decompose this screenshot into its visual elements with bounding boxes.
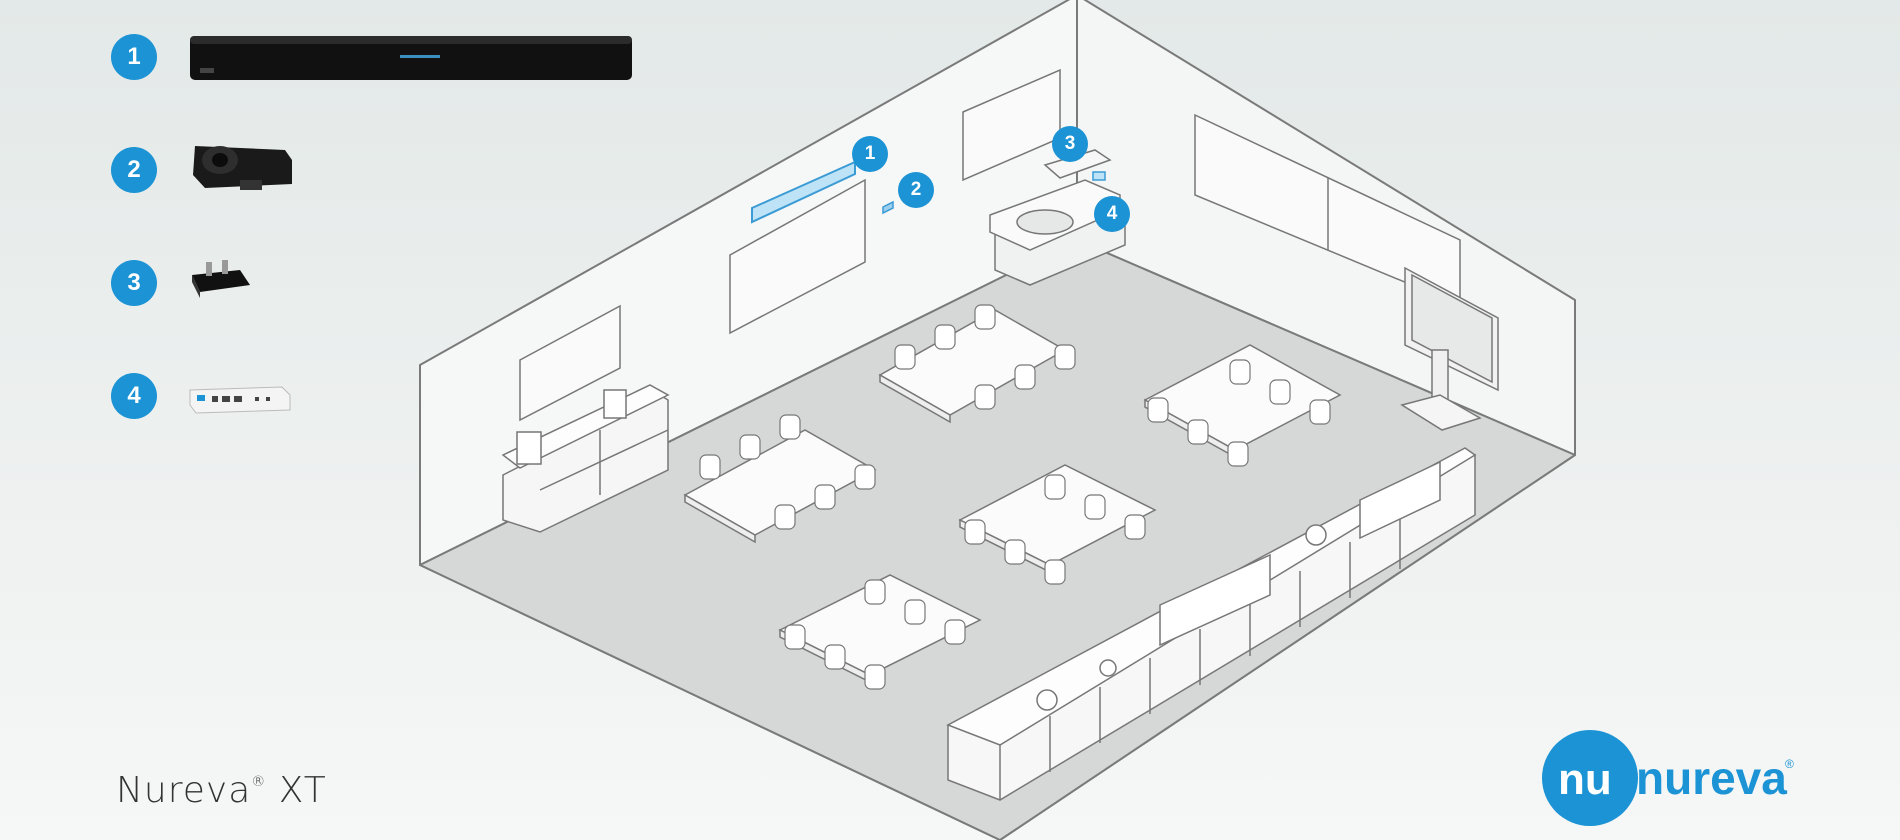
cabinet-right	[946, 447, 1477, 801]
legend-badge-1: 1	[111, 34, 157, 80]
product-model: XT	[278, 770, 327, 811]
wall-camera	[882, 200, 894, 215]
registered-mark: ®	[251, 774, 267, 790]
logo-registered: ®	[1785, 757, 1794, 771]
nureva-logo-graphic: nu nureva ®	[1542, 730, 1794, 826]
product-brand: Nureva	[116, 770, 252, 811]
hub-box-icon	[189, 386, 291, 414]
room-callout-3: 3	[1052, 126, 1088, 162]
product-name: Nureva® XT	[116, 770, 327, 811]
soundbar-icon	[190, 36, 632, 80]
teacher-desk	[989, 149, 1126, 286]
room-callout-2: 2	[898, 172, 934, 208]
nureva-logo: nu nureva ®	[1540, 728, 1800, 833]
legend-badge-4: 4	[111, 373, 157, 419]
room-callout-1: 1	[852, 136, 888, 172]
mount-bracket-icon	[192, 260, 250, 298]
chairs	[699, 304, 1331, 690]
legend-badge-3: 3	[111, 260, 157, 306]
camera-icon	[193, 146, 292, 190]
shelf-left	[501, 384, 670, 533]
legend-badge-2: 2	[111, 147, 157, 193]
wall-soundbar	[751, 160, 856, 224]
svg-text:nu: nu	[1558, 755, 1612, 804]
room-callout-4: 4	[1094, 196, 1130, 232]
tv-stand	[1400, 266, 1499, 431]
logo-text: nureva	[1636, 752, 1787, 804]
